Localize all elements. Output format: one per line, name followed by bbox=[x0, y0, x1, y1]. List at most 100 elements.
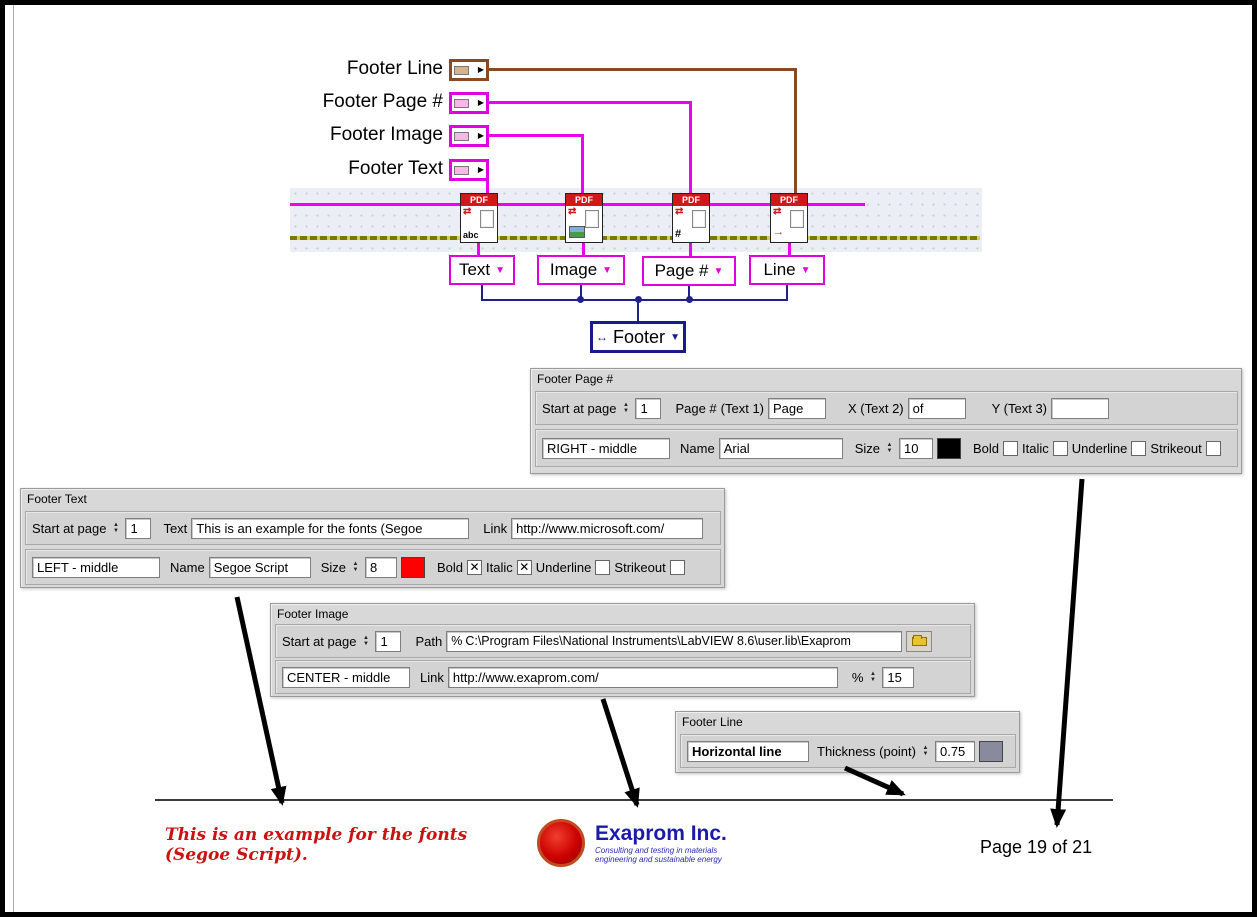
font-color-swatch[interactable] bbox=[400, 556, 425, 578]
selector-image[interactable]: Image ▼ bbox=[537, 255, 625, 285]
underline-checkbox[interactable] bbox=[595, 559, 611, 575]
logo-tagline-1: Consulting and testing in materials bbox=[595, 846, 718, 855]
path-value: C:\Program Files\National Instruments\La… bbox=[465, 634, 851, 648]
text2-input[interactable]: of bbox=[907, 397, 966, 419]
vi-pdf-add-text[interactable]: PDF ⇄ abc bbox=[460, 193, 498, 243]
selector-text[interactable]: Text ▼ bbox=[449, 255, 515, 285]
link-input[interactable]: http://www.microsoft.com/ bbox=[511, 517, 704, 539]
font-size-label: Size bbox=[854, 440, 880, 456]
pdf-banner: PDF bbox=[461, 194, 497, 206]
footer-node-selector[interactable]: ↔ Footer ▼ bbox=[590, 321, 686, 353]
terminal-footer-line[interactable]: ▶ bbox=[449, 59, 489, 81]
alignment-dropdown[interactable]: CENTER - middle bbox=[282, 666, 410, 688]
terminal-arrow-icon: ▶ bbox=[477, 65, 484, 74]
wire-bus-horizontal bbox=[481, 299, 788, 301]
spinner-control[interactable]: ▲▼ bbox=[112, 522, 119, 534]
exaprom-logo-text: Exaprom Inc. Consulting and testing in m… bbox=[595, 822, 727, 864]
link-label: Link bbox=[420, 669, 444, 685]
wire-selector-page-bus bbox=[688, 286, 690, 301]
text1-input[interactable]: Page bbox=[768, 397, 826, 419]
alignment-dropdown[interactable]: LEFT - middle bbox=[32, 556, 160, 578]
terminal-label-footer-line: Footer Line bbox=[346, 58, 443, 79]
path-input[interactable]: %C:\Program Files\National Instruments\L… bbox=[446, 630, 903, 652]
chevron-down-icon: ▼ bbox=[713, 265, 724, 277]
document-icon bbox=[585, 210, 599, 228]
start-at-page-input[interactable]: 1 bbox=[635, 397, 662, 419]
strikeout-checkbox[interactable] bbox=[1205, 440, 1221, 456]
bold-checkbox[interactable] bbox=[1003, 440, 1019, 456]
vi-pdf-add-page-number[interactable]: PDF ⇄ # bbox=[672, 193, 710, 243]
selector-label: Image bbox=[549, 260, 598, 279]
thickness-input[interactable]: 0.75 bbox=[934, 740, 975, 762]
path-label: Path bbox=[415, 633, 443, 649]
selector-page-number[interactable]: Page # ▼ bbox=[642, 256, 736, 286]
vi-pdf-add-line[interactable]: PDF ⇄ → bbox=[770, 193, 808, 243]
terminal-footer-image[interactable]: ▶ bbox=[449, 125, 489, 147]
spinner-control[interactable]: ▲▼ bbox=[622, 402, 629, 414]
spinner-control[interactable]: ▲▼ bbox=[922, 745, 929, 757]
font-size-label: Size bbox=[320, 559, 346, 575]
terminal-label-footer-image: Footer Image bbox=[330, 124, 443, 145]
row-page-font: RIGHT - middle Name Arial Size ▲▼ 10 Bol… bbox=[535, 429, 1238, 467]
line-type-dropdown[interactable]: Horizontal line bbox=[687, 740, 809, 762]
page-number-label: Page # bbox=[675, 400, 717, 416]
italic-checkbox[interactable]: ✕ bbox=[516, 559, 532, 575]
start-at-page-input[interactable]: 1 bbox=[125, 517, 152, 539]
start-at-page-input[interactable]: 1 bbox=[375, 630, 402, 652]
page-number-preview: Page 19 of 21 bbox=[980, 837, 1093, 857]
start-at-page-label: Start at page bbox=[282, 633, 357, 649]
terminal-footer-text[interactable]: ▶ bbox=[449, 159, 489, 181]
wire-vi-page-selector bbox=[689, 243, 692, 256]
terminal-label-footer-text: Footer Text bbox=[348, 158, 443, 179]
footer-text-line2: (Segoe Script). bbox=[165, 845, 308, 865]
start-at-page-label: Start at page bbox=[542, 400, 617, 416]
wire-junction-dot bbox=[686, 296, 693, 303]
row-text-font: LEFT - middle Name Segoe Script Size ▲▼ … bbox=[25, 549, 721, 585]
spinner-control[interactable]: ▲▼ bbox=[869, 671, 876, 683]
terminal-arrow-icon: ▶ bbox=[477, 131, 484, 140]
wire-footer-text-v bbox=[486, 168, 489, 195]
red-arrows-icon: ⇄ bbox=[463, 206, 472, 217]
spinner-control[interactable]: ▲▼ bbox=[886, 442, 893, 454]
font-name-input[interactable]: Arial bbox=[718, 437, 843, 459]
percent-input[interactable]: 15 bbox=[882, 666, 915, 688]
arrow-page-to-number bbox=[1050, 478, 1085, 828]
font-size-input[interactable]: 8 bbox=[364, 556, 397, 578]
panel-footer-text: Footer Text Start at page ▲▼ 1 Text This… bbox=[20, 488, 725, 588]
text-input[interactable]: This is an example for the fonts (Segoe bbox=[191, 517, 470, 539]
text3-input[interactable] bbox=[1051, 397, 1110, 419]
footer-node-label: Footer bbox=[613, 326, 666, 347]
folder-icon bbox=[911, 634, 927, 646]
abc-glyph: abc bbox=[463, 230, 479, 240]
link-input[interactable]: http://www.exaprom.com/ bbox=[447, 666, 838, 688]
bold-checkbox[interactable]: ✕ bbox=[467, 559, 483, 575]
vi-pdf-add-image[interactable]: PDF ⇄ bbox=[565, 193, 603, 243]
bold-label: Bold bbox=[972, 440, 1000, 456]
underline-checkbox[interactable] bbox=[1131, 440, 1147, 456]
font-color-swatch[interactable] bbox=[936, 437, 961, 459]
line-color-swatch[interactable] bbox=[978, 740, 1003, 762]
thickness-label: Thickness (point) bbox=[817, 743, 916, 759]
strikeout-checkbox[interactable] bbox=[669, 559, 685, 575]
terminal-footer-page[interactable]: ▶ bbox=[449, 92, 489, 114]
selector-label: Line bbox=[763, 260, 796, 279]
chevron-down-icon: ▼ bbox=[670, 331, 680, 343]
font-name-input[interactable]: Segoe Script bbox=[208, 556, 311, 578]
spinner-control[interactable]: ▲▼ bbox=[352, 561, 359, 573]
alignment-dropdown[interactable]: RIGHT - middle bbox=[542, 437, 670, 459]
bold-label: Bold bbox=[436, 559, 464, 575]
browse-folder-button[interactable] bbox=[906, 630, 933, 652]
panel-title: Footer Page # bbox=[537, 372, 614, 386]
selector-label: Text bbox=[458, 260, 491, 279]
font-size-input[interactable]: 10 bbox=[898, 437, 933, 459]
link-label: Link bbox=[483, 520, 508, 536]
row-line-settings: Horizontal line Thickness (point) ▲▼ 0.7… bbox=[680, 734, 1016, 768]
spinner-control[interactable]: ▲▼ bbox=[362, 635, 369, 647]
italic-checkbox[interactable] bbox=[1052, 440, 1068, 456]
text3-label: Y (Text 3) bbox=[991, 400, 1048, 416]
wire-footer-page-v bbox=[689, 101, 692, 195]
terminal-arrow-icon: ▶ bbox=[477, 98, 484, 107]
diagram-grid-band bbox=[290, 188, 982, 252]
font-name-label: Name bbox=[170, 559, 205, 575]
selector-line[interactable]: Line ▼ bbox=[749, 255, 825, 285]
